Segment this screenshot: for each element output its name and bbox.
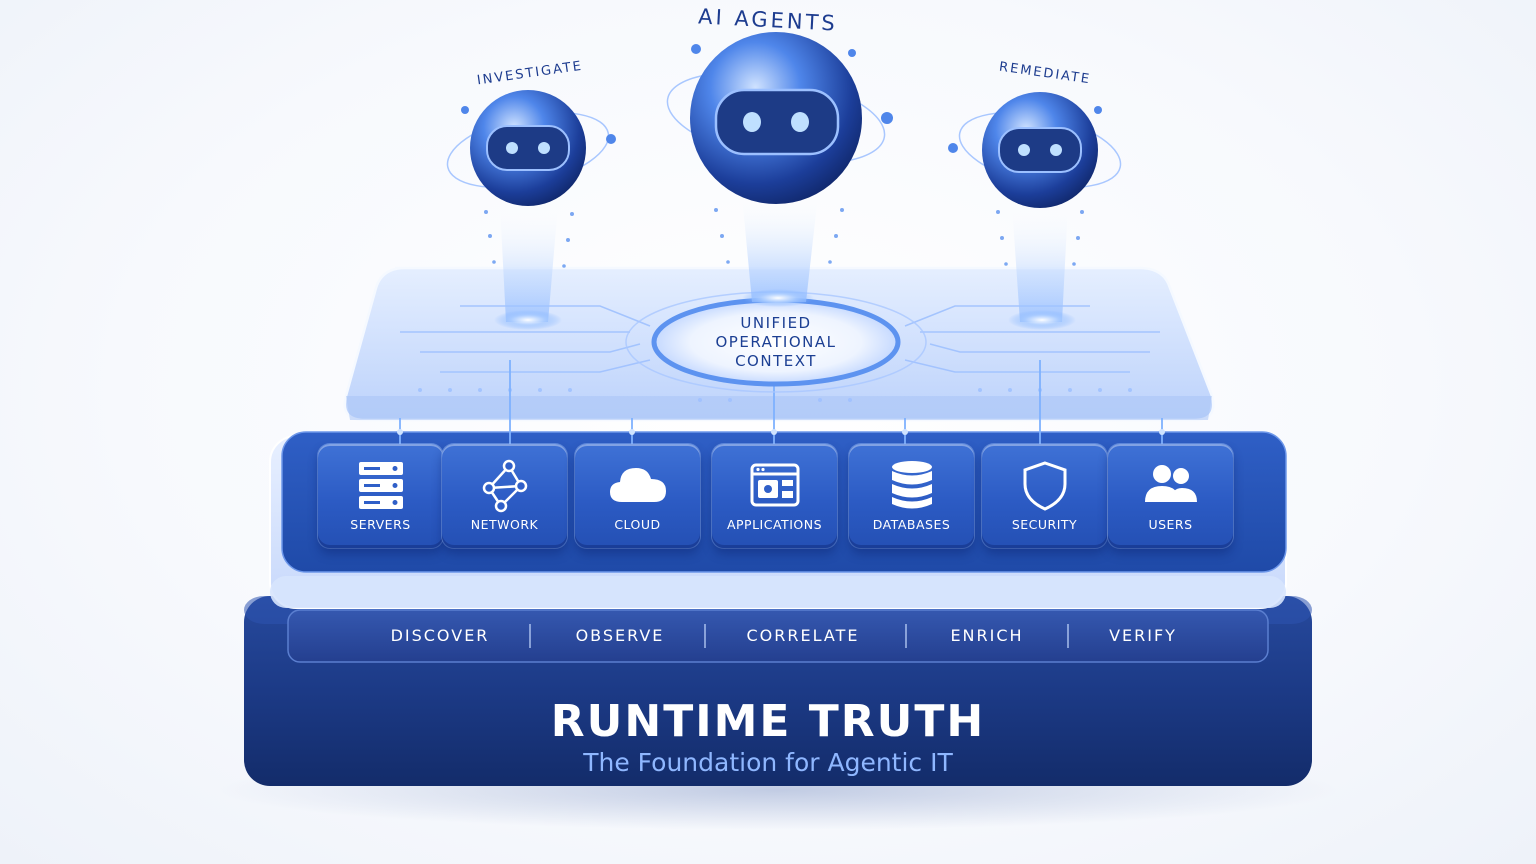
context-line-1: UNIFIED [740,314,812,332]
foundation-title: RUNTIME TRUTH [550,696,986,747]
tile-label: USERS [1148,517,1193,532]
context-line-2: OPERATIONAL [715,333,837,351]
step-divider [1067,624,1069,648]
tile-label: SECURITY [1011,517,1078,532]
tile-label: NETWORK [470,517,539,532]
tile-databases: DATABASES [849,444,974,548]
database-icon [849,458,974,514]
shield-icon [982,458,1107,514]
step-divider [905,624,907,648]
unified-context-label: UNIFIED OPERATIONAL CONTEXT [664,314,888,371]
users-icon [1108,458,1233,514]
step-divider [529,624,531,648]
investigate-agent [446,90,616,206]
network-icon [442,458,567,514]
ai-agent [666,32,893,204]
step-divider [704,624,706,648]
tile-cloud: CLOUD [575,444,700,548]
step-discover: DISCOVER [390,626,490,645]
tile-servers: SERVERS [318,444,443,548]
tile-network: NETWORK [442,444,567,548]
remediate-agent [948,92,1122,208]
step-observe: OBSERVE [575,626,665,645]
step-correlate: CORRELATE [746,626,860,645]
tile-security: SECURITY [982,444,1107,548]
tile-label: CLOUD [614,517,661,532]
server-icon [318,458,443,514]
tile-applications: APPLICATIONS [712,444,837,548]
cloud-icon [575,458,700,514]
step-enrich: ENRICH [950,626,1024,645]
application-window-icon [712,458,837,514]
tile-users: USERS [1108,444,1233,548]
tile-label: SERVERS [350,517,411,532]
context-line-3: CONTEXT [735,352,817,370]
tile-label: DATABASES [872,517,951,532]
foundation-subtitle: The Foundation for Agentic IT [583,748,953,777]
tile-label: APPLICATIONS [726,517,823,532]
step-verify: VERIFY [1109,626,1177,645]
